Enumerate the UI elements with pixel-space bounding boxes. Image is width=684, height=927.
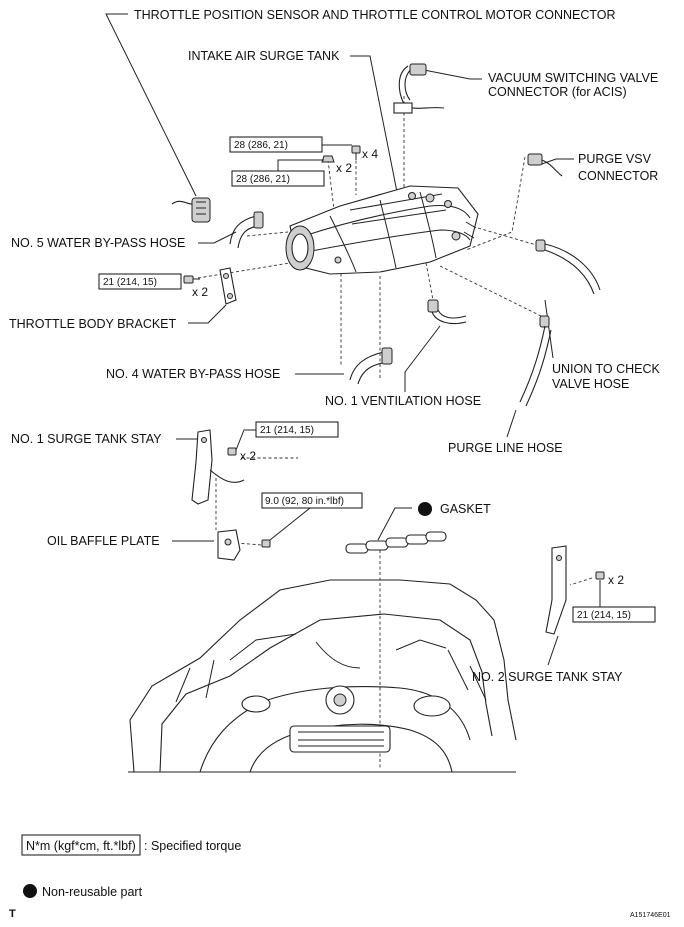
label-water-hose-4: NO. 4 WATER BY-PASS HOSE [106,367,280,381]
parts [128,63,605,773]
label-purge-vsv-line2: CONNECTOR [578,169,658,183]
torque-specs: 28 (286, 21) 28 (286, 21) 21 (214, 15) 2… [98,136,656,623]
vsv-connector-icon [393,63,445,114]
gasket-icon [345,531,447,554]
label-vsv-line2: CONNECTOR (for ACIS) [488,85,627,99]
legend-torque-box-frame [21,834,141,856]
legend: N*m (kgf*cm, ft.*lbf) : Specified torque… [21,834,241,899]
torque-box-6-frame [572,606,656,623]
label-union-line2: VALVE HOSE [552,377,629,391]
torque-value-6: 21 (214, 15) [577,610,631,621]
torque-value-2: 28 (286, 21) [236,174,290,185]
surge-tank-icon [285,185,479,275]
label-oil-baffle: OIL BAFFLE PLATE [47,534,160,548]
legend-nonreusable-icon [23,884,37,898]
label-throttle-bracket: THROTTLE BODY BRACKET [9,317,177,331]
label-purge-vsv-line1: PURGE VSV [578,152,652,166]
bolt-icon [183,275,200,284]
torque-value-5: 9.0 (92, 80 in.*lbf) [265,496,344,507]
label-surge-stay-2: NO. 2 SURGE TANK STAY [472,670,623,684]
ventilation-hose-icon [427,299,467,325]
label-union-line1: UNION TO CHECK [552,362,661,376]
multiplier-1: x 4 [362,147,378,161]
label-gasket: GASKET [440,502,491,516]
torque-box-5-frame [261,492,363,509]
multiplier-2: x 2 [336,161,352,175]
torque-value-3: 21 (214, 15) [103,277,157,288]
label-surge-stay-1: NO. 1 SURGE TANK STAY [11,432,162,446]
purge-vsv-connector-icon [527,153,563,177]
water-bypass-hose-4-icon [349,347,393,385]
surge-tank-stay-2-icon [545,545,605,635]
union-hose-icon [535,239,601,295]
torque-value-4: 21 (214, 15) [260,425,314,436]
leader-lines [105,13,574,666]
purge-line-hose-icon [519,315,552,407]
throttle-connector-icon [171,197,211,223]
torque-value-1: 28 (286, 21) [234,140,288,151]
legend-torque-box-text: N*m (kgf*cm, ft.*lbf) [26,839,136,853]
engine-bay-icon [128,579,517,773]
nonreusable-marker-icon [418,502,432,516]
water-bypass-hose-5-icon [229,211,264,249]
multiplier-4: x 2 [240,449,256,463]
label-purge-line-hose: PURGE LINE HOSE [448,441,563,455]
oil-baffle-plate-icon [217,529,271,561]
label-water-hose-5: NO. 5 WATER BY-PASS HOSE [11,236,185,250]
part-labels: THROTTLE POSITION SENSOR AND THROTTLE CO… [9,8,661,684]
label-ventilation-hose: NO. 1 VENTILATION HOSE [325,394,481,408]
label-throttle-sensor: THROTTLE POSITION SENSOR AND THROTTLE CO… [134,8,616,22]
multiplier-3: x 2 [192,285,208,299]
surge-tank-stay-1-icon [191,429,245,505]
multiplier-5: x 2 [608,573,624,587]
legend-nonreusable-text: Non-reusable part [42,885,143,899]
quantity-multipliers: x 4 x 2 x 2 x 2 x 2 [192,147,624,587]
top-bolts-icon [321,145,361,163]
label-vsv-line1: VACUUM SWITCHING VALVE [488,71,658,85]
footer-code: T [9,908,16,920]
torque-box-3-frame [98,273,182,290]
throttle-bracket-icon [219,267,237,305]
label-surge-tank: INTAKE AIR SURGE TANK [188,49,340,63]
figure-id: A151746E01 [630,912,671,919]
legend-torque-text: : Specified torque [144,839,241,853]
